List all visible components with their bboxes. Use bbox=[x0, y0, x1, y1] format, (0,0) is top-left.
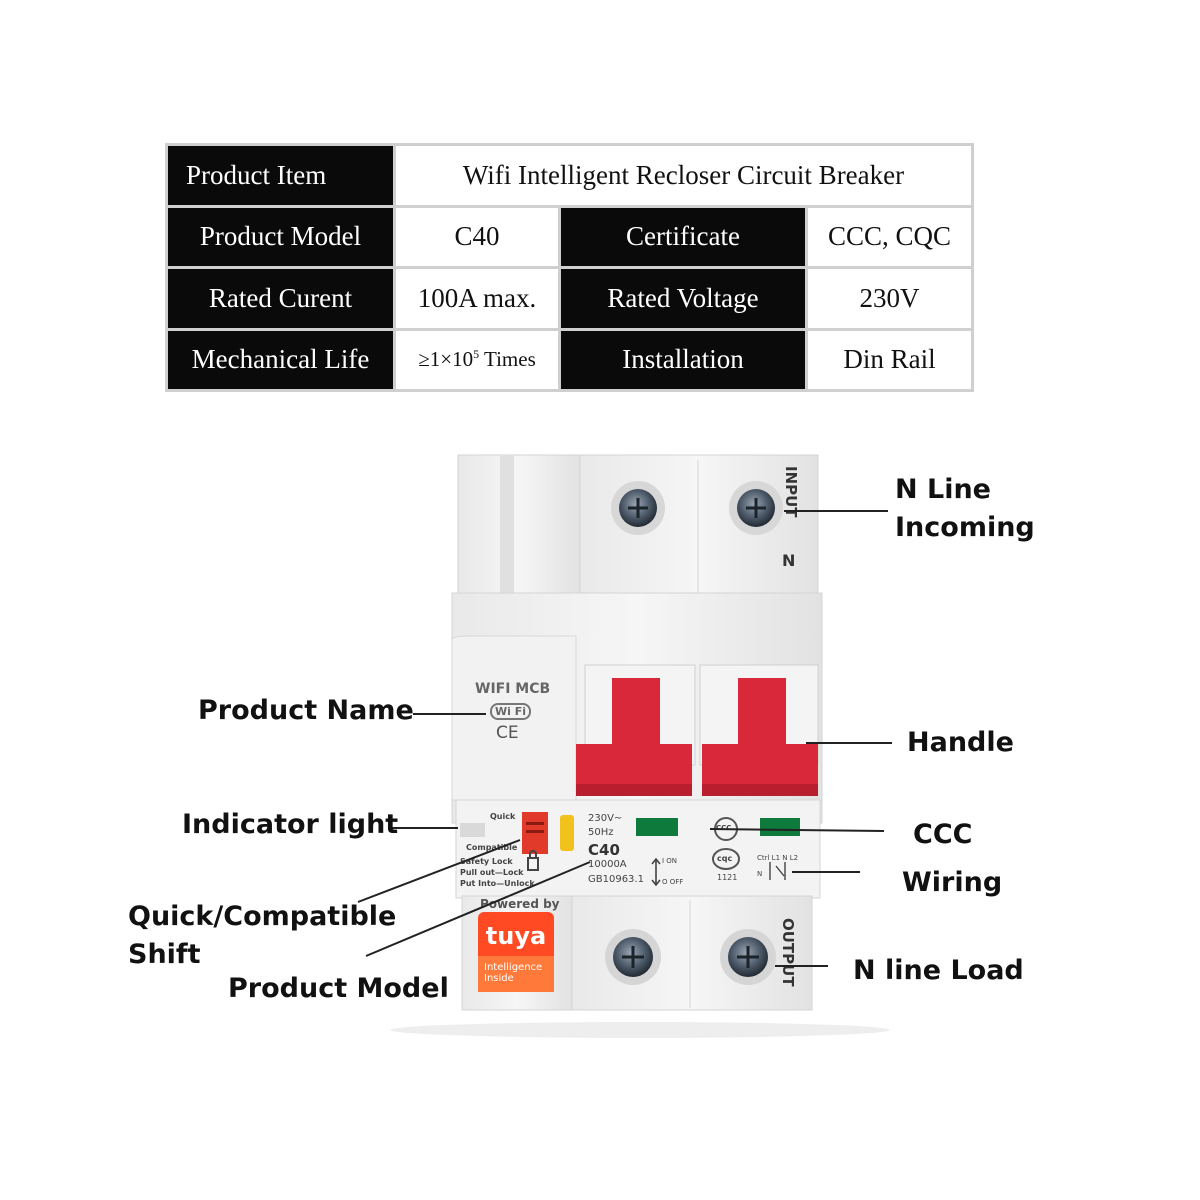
table-row: Mechanical Life ≥1×105 Times Installatio… bbox=[165, 327, 975, 392]
table-row: Rated Curent 100A max. Rated Voltage 230… bbox=[165, 266, 975, 331]
wifi-badge-icon: Wi Fi bbox=[490, 703, 532, 720]
put-into-unlock-label: Put Into—Unlock bbox=[460, 879, 535, 888]
mechanical-life-suffix: Times bbox=[479, 347, 536, 372]
intelligence-inside-text: Intelligence Inside bbox=[484, 962, 543, 984]
handle-left-icon bbox=[576, 678, 692, 796]
callout-n-line-incoming: N Line Incoming bbox=[895, 471, 1035, 547]
mechanical-life-exponent: 5 bbox=[473, 347, 480, 362]
input-screw-right-icon bbox=[729, 481, 783, 535]
callout-quick-compatible-shift: Quick/Compatible Shift bbox=[128, 898, 396, 974]
standard-marking: GB10963.1 bbox=[588, 874, 644, 885]
safety-lock-label: Safety Lock bbox=[460, 857, 513, 866]
certificate-label: Certificate bbox=[558, 204, 808, 269]
n-terminal-label: N bbox=[782, 551, 796, 570]
table-row: Product Model C40 Certificate CCC, CQC bbox=[165, 204, 975, 269]
rated-voltage-label: Rated Voltage bbox=[558, 266, 808, 331]
handle-right-icon bbox=[702, 678, 818, 796]
product-item-value: Wifi Intelligent Recloser Circuit Breake… bbox=[392, 143, 975, 208]
output-screw-left-icon bbox=[605, 929, 661, 985]
certificate-value: CCC, CQC bbox=[804, 204, 975, 269]
mechanical-life-prefix: ≥1×10 bbox=[418, 347, 474, 372]
tuya-wordmark: tuya bbox=[486, 922, 546, 950]
input-screw-left-icon bbox=[611, 481, 665, 535]
frequency-rating: 50Hz bbox=[588, 827, 614, 838]
rated-voltage-value: 230V bbox=[804, 266, 975, 331]
mechanical-life-value: ≥1×105 Times bbox=[393, 327, 561, 392]
breaking-capacity: 10000A bbox=[588, 859, 627, 870]
installation-value: Din Rail bbox=[804, 327, 975, 392]
pull-out-lock-label: Pull out—Lock bbox=[460, 868, 524, 877]
quick-label: Quick bbox=[490, 812, 516, 821]
installation-label: Installation bbox=[558, 327, 808, 392]
callout-ccc: CCC bbox=[913, 819, 973, 850]
callout-indicator-light: Indicator light bbox=[182, 809, 399, 840]
rated-current-value: 100A max. bbox=[393, 266, 561, 331]
callout-wiring: Wiring bbox=[902, 867, 1003, 898]
product-item-label: Product Item bbox=[165, 143, 396, 208]
spec-table: Product Item Wifi Intelligent Recloser C… bbox=[165, 143, 975, 392]
callout-product-model: Product Model bbox=[228, 973, 449, 1004]
front-label-panel bbox=[455, 799, 821, 899]
ccc-mark-icon: CCC bbox=[716, 824, 732, 832]
callout-n-line-load: N line Load bbox=[853, 955, 1024, 986]
tuya-logo-icon: tuya bbox=[478, 912, 554, 992]
callout-n-line-incoming-line1: N Line bbox=[895, 474, 991, 505]
voltage-rating: 230V~ bbox=[588, 813, 623, 824]
product-model-label: Product Model bbox=[165, 204, 396, 269]
cqc-mark-icon: cqc bbox=[717, 854, 733, 863]
callout-product-name: Product Name bbox=[198, 695, 414, 726]
wifi-mcb-text: WIFI MCB bbox=[475, 681, 551, 697]
table-row: Product Item Wifi Intelligent Recloser C… bbox=[165, 143, 975, 208]
off-label: O OFF bbox=[662, 878, 684, 886]
model-marking: C40 bbox=[588, 841, 620, 859]
rated-current-label: Rated Curent bbox=[165, 266, 396, 331]
ce-mark-icon: CE bbox=[496, 723, 519, 743]
mechanical-life-label: Mechanical Life bbox=[165, 327, 396, 392]
callout-quick-compatible-line2: Shift bbox=[128, 939, 201, 970]
wiring-diagram-text: Ctrl L1 N L2 N bbox=[757, 854, 799, 878]
callout-quick-compatible-line1: Quick/Compatible bbox=[128, 901, 397, 932]
product-model-value: C40 bbox=[393, 204, 561, 269]
output-screw-right-icon bbox=[720, 929, 776, 985]
compatible-label: Compatible bbox=[466, 843, 518, 852]
cqc-number: 1121 bbox=[717, 873, 738, 882]
callout-handle: Handle bbox=[907, 727, 1014, 758]
callout-n-line-incoming-line2: Incoming bbox=[895, 512, 1035, 543]
on-label: I ON bbox=[662, 857, 678, 865]
